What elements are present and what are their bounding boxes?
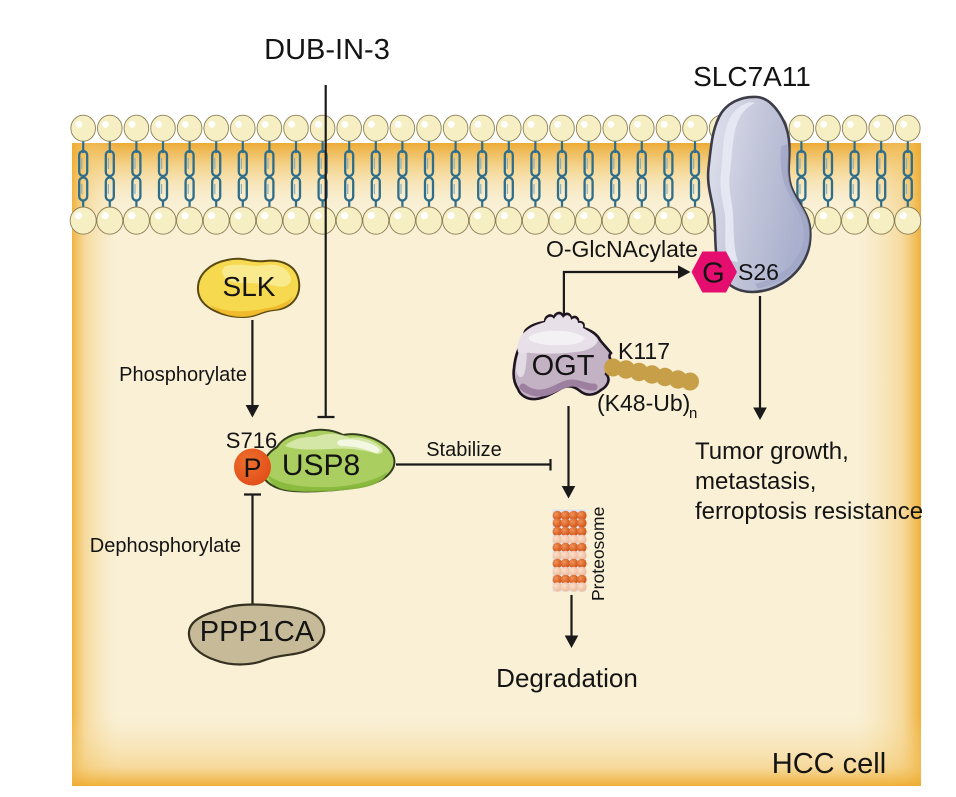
svg-text:Degradation: Degradation <box>496 663 638 693</box>
svg-text:O-GlcNAcylate: O-GlcNAcylate <box>546 236 698 262</box>
svg-text:(K48-Ub): (K48-Ub) <box>597 390 690 416</box>
svg-text:Proteosome: Proteosome <box>588 507 608 601</box>
svg-text:metastasis,: metastasis, <box>695 468 816 495</box>
svg-text:G: G <box>702 258 725 290</box>
svg-text:Tumor growth,: Tumor growth, <box>695 438 849 465</box>
svg-text:S26: S26 <box>738 259 779 285</box>
svg-text:ferroptosis resistance: ferroptosis resistance <box>695 498 923 525</box>
svg-text:P: P <box>243 453 261 483</box>
svg-text:Phosphorylate: Phosphorylate <box>119 364 247 386</box>
svg-text:DUB-IN-3: DUB-IN-3 <box>264 34 390 66</box>
svg-text:Dephosphorylate: Dephosphorylate <box>90 535 241 557</box>
svg-text:Stabilize: Stabilize <box>426 439 502 461</box>
svg-text:K117: K117 <box>618 338 670 364</box>
svg-text:HCC cell: HCC cell <box>772 748 886 780</box>
svg-text:SLC7A11: SLC7A11 <box>693 61 811 92</box>
svg-text:SLK: SLK <box>223 271 276 302</box>
svg-text:USP8: USP8 <box>282 449 360 482</box>
svg-text:n: n <box>689 405 697 422</box>
svg-text:OGT: OGT <box>532 350 595 382</box>
svg-text:S716: S716 <box>226 428 277 453</box>
svg-text:PPP1CA: PPP1CA <box>200 616 315 648</box>
